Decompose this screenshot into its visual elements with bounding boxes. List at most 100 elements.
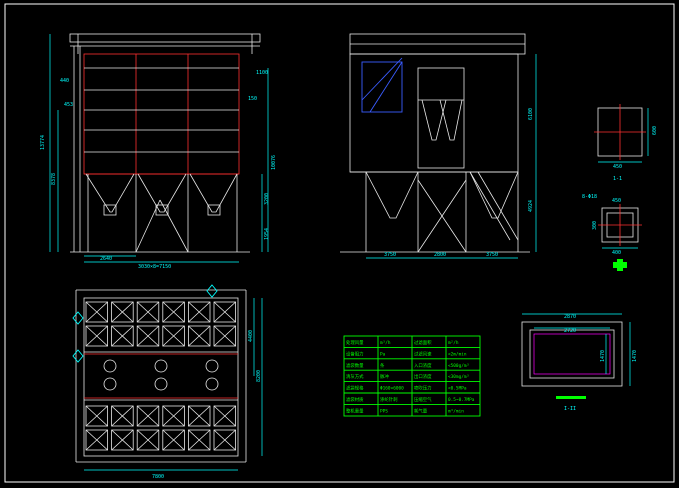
side-height-lower: 4924 [528, 200, 534, 212]
filter-cell [213, 405, 237, 427]
front-lower-height: 8378 [51, 173, 57, 185]
filter-cell [111, 429, 134, 451]
front-left-mark-1: 440 [60, 78, 69, 84]
side-stair [469, 171, 519, 241]
front-casing [83, 53, 240, 175]
detail-width: 450 [613, 164, 622, 170]
table-cell: m³/h [380, 340, 391, 346]
flange-height: 300 [592, 221, 598, 230]
filter-cell [136, 429, 160, 451]
diamond-marker-1 [72, 311, 84, 325]
valve-circle-3 [154, 359, 168, 373]
front-right-mark-1: 1100 [256, 70, 268, 76]
plan-outline [83, 297, 239, 457]
detail-section-1-1 [594, 104, 649, 163]
flange-side: 400 [612, 250, 621, 256]
plan-height-upper: 4400 [248, 330, 254, 342]
table-cell: 涤纶针刺 [380, 396, 398, 403]
inlet-duct [361, 61, 403, 113]
front-right-height: 10076 [271, 155, 277, 170]
side-hopper-left [365, 171, 419, 219]
front-right-mark-2: 150 [248, 96, 257, 102]
filter-cell [111, 301, 134, 323]
filter-cell [136, 301, 160, 323]
filter-cell [162, 429, 185, 451]
diamond-marker-2 [72, 349, 84, 363]
outlet-outer-height: 1470 [632, 350, 638, 362]
filter-cell [85, 325, 109, 347]
table-cell: 处理风量 [346, 339, 364, 346]
valve-circle-5 [205, 359, 219, 373]
filter-cell [187, 301, 211, 323]
valve-circle-4 [154, 377, 168, 391]
table-cell: Φ160×6000 [380, 386, 404, 392]
front-hopper-height: 3200 [264, 193, 270, 205]
drawing-border [4, 3, 675, 483]
table-cell: m²/h [448, 340, 459, 346]
plan-height-total: 8200 [256, 370, 262, 382]
side-bottom-dim-2: 2800 [434, 252, 446, 258]
outlet-inner [533, 333, 611, 375]
table-cell: 滤袋规格 [346, 385, 364, 392]
filter-cell [162, 301, 185, 323]
side-casing [349, 53, 519, 173]
filter-cell [85, 429, 109, 451]
side-bottom-dim-1: 3750 [384, 252, 396, 258]
side-bottom-dim-3: 3750 [486, 252, 498, 258]
table-cell: <500g/m³ [448, 363, 469, 369]
top-walkway [69, 33, 261, 43]
table-cell: 过滤风速 [414, 350, 432, 357]
filter-cell [136, 405, 160, 427]
side-height-upper: 6100 [528, 108, 534, 120]
filter-cell [187, 325, 211, 347]
flange-hole-label: 8-Φ18 [582, 194, 597, 200]
table-cell: <30mg/m³ [448, 374, 469, 380]
table-cell: 滤袋数量 [346, 362, 364, 369]
hopper-middle [137, 173, 187, 213]
plan-width: 7800 [152, 474, 164, 480]
table-cell: PPS [380, 408, 388, 414]
flange-detail [598, 204, 642, 271]
detail-height: 600 [652, 126, 658, 135]
filter-cell [213, 301, 237, 323]
flange-width: 450 [612, 198, 621, 204]
front-bottom-total: 3030×8=7150 [138, 264, 171, 270]
table-cell: 入口浓度 [414, 362, 432, 369]
table-cell: 条 [380, 362, 385, 369]
detail-label: 1-1 [613, 176, 622, 182]
table-cell: m³/min [448, 408, 464, 414]
center-module [417, 67, 465, 169]
filter-cell [187, 429, 211, 451]
table-cell: 整机重量 [346, 407, 364, 414]
front-elevation-view [49, 33, 269, 263]
filter-cell [187, 405, 211, 427]
outlet-inner-width: 2720 [564, 328, 576, 334]
table-cell: 耗气量 [414, 407, 428, 414]
valve-circle-6 [205, 377, 219, 391]
front-left-mark-2: 453 [64, 102, 73, 108]
table-cell: 喷吹压力 [414, 385, 432, 392]
hopper-left [85, 173, 135, 213]
filter-cell [162, 325, 185, 347]
filter-cell [111, 325, 134, 347]
hopper-right [189, 173, 238, 213]
filter-cell [162, 405, 185, 427]
diamond-marker-3 [206, 284, 218, 298]
outlet-section [521, 313, 631, 399]
table-cell: <0.5MPa [448, 386, 467, 392]
filter-cell [85, 301, 109, 323]
filter-cell [213, 325, 237, 347]
table-cell: 脉冲 [380, 373, 389, 380]
outlet-outer [521, 321, 623, 387]
table-cell: 过滤面积 [414, 339, 432, 346]
front-base-height: 1954 [264, 228, 270, 240]
front-total-height: 13774 [40, 135, 46, 150]
table-cell: 清灰方式 [346, 373, 364, 380]
outlet-outer-width: 2870 [564, 314, 576, 320]
filter-cell [85, 405, 109, 427]
plan-view [72, 284, 263, 471]
table-cell: <2m/min [448, 351, 467, 357]
parameters-table [343, 335, 481, 417]
